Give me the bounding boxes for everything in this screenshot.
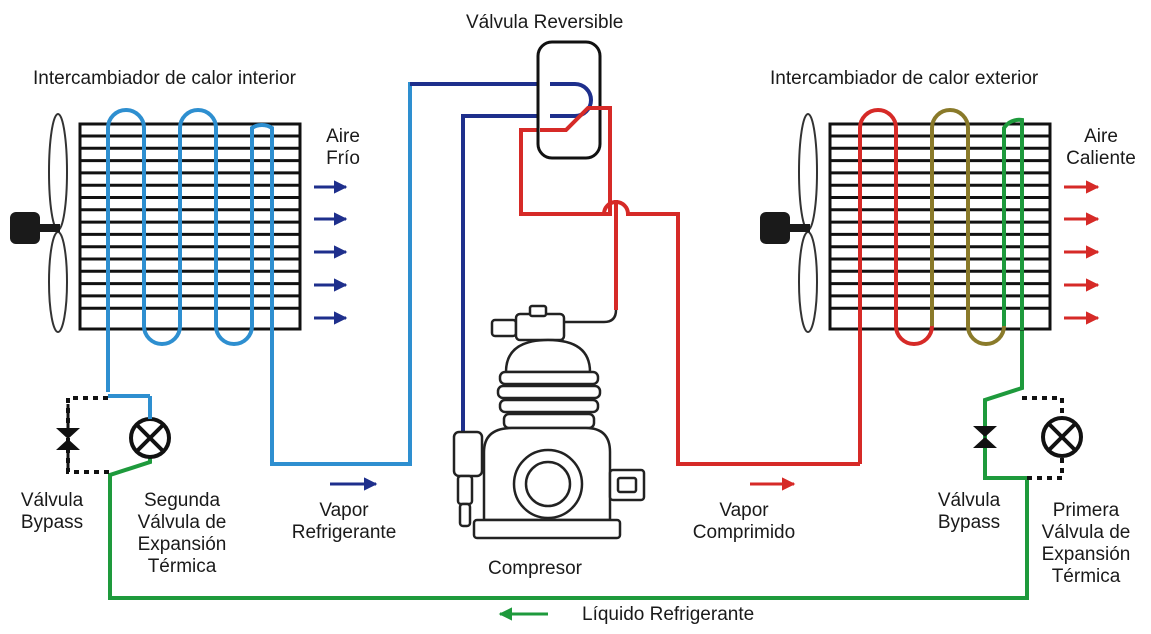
outdoor-fan-icon — [760, 113, 818, 333]
indoor-fan-icon — [10, 113, 68, 333]
hot-air-line-2: Caliente — [1066, 148, 1136, 169]
right-bypass-line-2: Bypass — [937, 512, 1001, 533]
second-expansion-line-1: Segunda — [143, 490, 221, 511]
right-bypass-label: Válvula Bypass — [926, 490, 1012, 534]
left-bypass-valve-icon — [56, 396, 110, 474]
reversing-valve-label: Válvula Reversible — [466, 12, 624, 33]
hot-air-line-1: Aire — [1084, 126, 1118, 147]
compressed-vapor-label: Vapor Comprimido — [676, 500, 812, 544]
vapor-refrigerant-line-2: Refrigerante — [291, 522, 397, 543]
second-expansion-label: Segunda Válvula de Expansión Térmica — [120, 490, 244, 578]
cold-air-line-2: Frío — [326, 148, 360, 169]
outdoor-coil — [858, 108, 1024, 464]
vapor-refrigerant-label: Vapor Refrigerante — [274, 500, 414, 544]
liquid-refrigerant-label: Líquido Refrigerante — [582, 604, 755, 625]
second-expansion-line-4: Térmica — [147, 556, 217, 577]
first-expansion-line-4: Térmica — [1051, 566, 1121, 587]
first-expansion-line-3: Expansión — [1041, 544, 1131, 565]
reversing-valve — [536, 40, 602, 160]
cold-air-label: Aire Frío — [316, 126, 370, 170]
cold-air-line-1: Aire — [326, 126, 360, 147]
cold-air-arrows — [314, 180, 348, 325]
indoor-heat-exchanger — [78, 82, 560, 466]
first-expansion-line-2: Válvula de — [1041, 522, 1131, 543]
compressor-label: Compresor — [488, 558, 582, 579]
compressed-vapor-line-2: Comprimido — [692, 522, 796, 543]
outdoor-exchanger-label: Intercambiador de calor exterior — [770, 68, 1039, 89]
vapor-refrigerant-line-1: Vapor — [319, 500, 369, 521]
outdoor-heat-exchanger — [828, 108, 1052, 464]
indoor-exchanger-label: Intercambiador de calor interior — [33, 68, 296, 89]
left-expansion-valve-icon — [108, 394, 171, 459]
second-expansion-line-2: Válvula de — [137, 512, 227, 533]
left-bypass-line-2: Bypass — [20, 512, 84, 533]
first-expansion-line-1: Primera — [1052, 500, 1120, 521]
right-bypass-line-1: Válvula — [937, 490, 1001, 511]
compressed-vapor-line-1: Vapor — [719, 500, 769, 521]
indoor-coil — [106, 82, 560, 466]
hot-air-label: Aire Caliente — [1058, 126, 1144, 170]
first-expansion-label: Primera Válvula de Expansión Térmica — [1024, 500, 1148, 588]
second-expansion-line-3: Expansión — [137, 534, 227, 555]
liquid-refrigerant-line — [108, 330, 1029, 600]
right-expansion-valve-icon — [1041, 416, 1083, 458]
hot-air-arrows — [1064, 180, 1100, 325]
compressor-icon — [452, 304, 646, 540]
left-bypass-line-1: Válvula — [20, 490, 84, 511]
left-bypass-label: Válvula Bypass — [12, 490, 92, 534]
